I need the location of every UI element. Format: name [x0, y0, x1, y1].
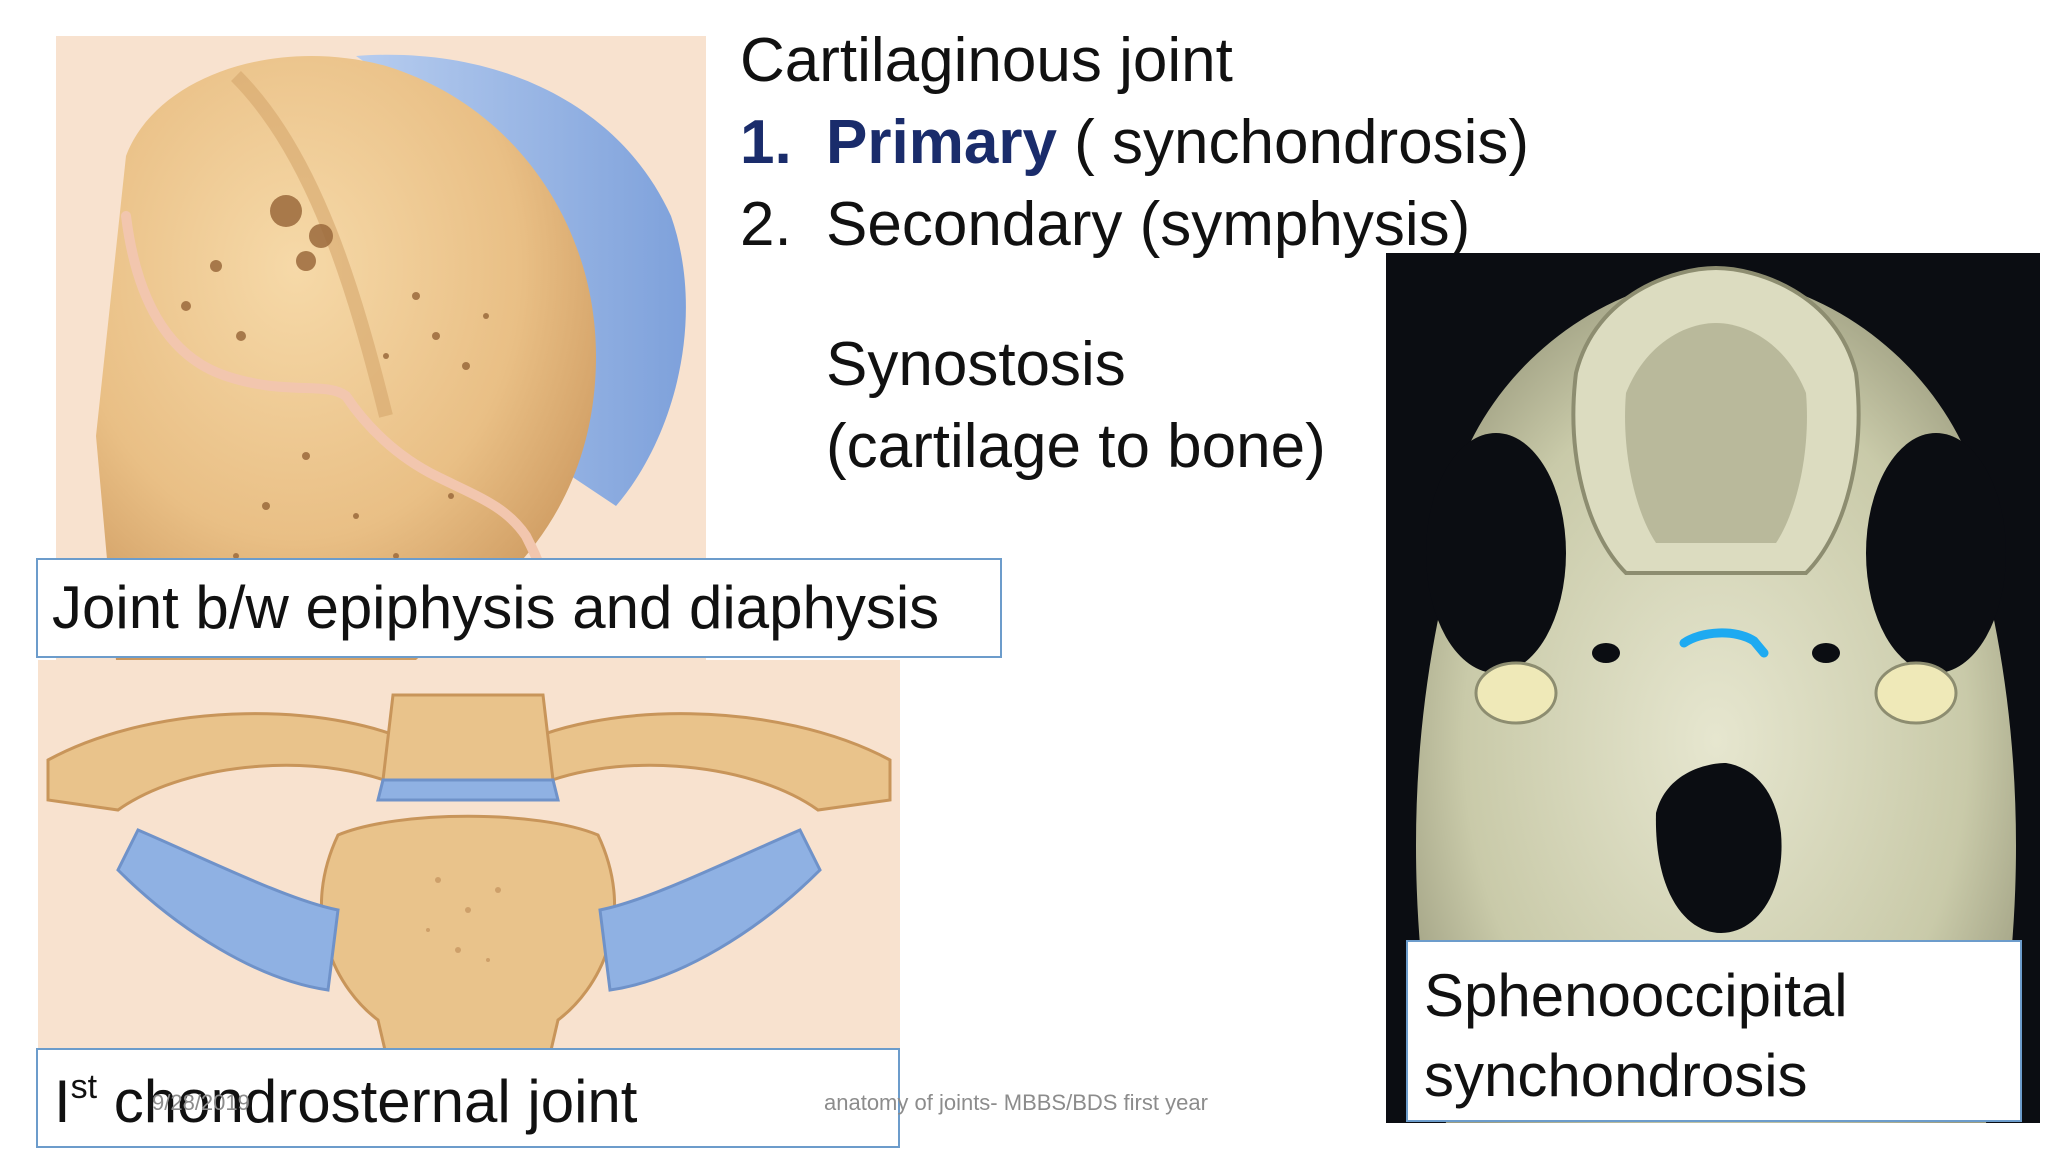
skull-outline [1416, 273, 2016, 1123]
caption-roman: I [54, 1068, 71, 1135]
epiphysis-illustration [56, 36, 706, 660]
caption-text: chondrosternal joint [97, 1068, 638, 1135]
list-item-text: Secondary (symphysis) [826, 190, 1471, 259]
slide-heading: Cartilaginous joint [740, 26, 1233, 95]
chondrosternal-illustration [38, 660, 900, 1106]
intervertebral-disc [376, 778, 560, 802]
footer-date: 9/28/2019 [152, 1090, 250, 1115]
caption-line: Sphenooccipital [1424, 962, 1848, 1029]
list-item-bold: Primary [826, 108, 1057, 177]
vertebra [381, 693, 555, 782]
right-orbit [1866, 433, 2006, 673]
epiphyseal-line [121, 211, 547, 601]
list-item-text: ( synchondrosis) [1056, 108, 1529, 177]
synostosis-label: Synostosis [826, 330, 1126, 399]
caption-superscript: st [70, 1068, 98, 1106]
caption-sphenooccipital: Sphenooccipital synchondrosis [1406, 940, 2022, 1122]
left-costal-cartilage [116, 828, 340, 992]
footer-title: anatomy of joints- MBBS/BDS first year [824, 1090, 1208, 1115]
left-orbit [1426, 433, 1566, 673]
list-number: 1. [740, 108, 792, 177]
sphenooccipital-highlight [1679, 628, 1769, 658]
right-costal-cartilage [598, 828, 822, 992]
synostosis-detail: (cartilage to bone) [826, 412, 1326, 481]
caption-epiphysis-diaphysis: Joint b/w epiphysis and diaphysis [36, 558, 1002, 658]
femoral-head-cartilage [356, 54, 686, 506]
bone-head [96, 56, 596, 660]
foramen-magnum [1655, 763, 1782, 933]
list-item-secondary: 2. Secondary (symphysis) [740, 184, 1529, 266]
caption-chondrosternal: Ist chondrosternal joint [36, 1048, 900, 1148]
list-number: 2. [740, 190, 792, 259]
caption-line: synchondrosis [1424, 1042, 1808, 1109]
slide-text: Cartilaginous joint 1. Primary ( synchond… [740, 20, 1529, 488]
list-item-primary: 1. Primary ( synchondrosis) [740, 102, 1529, 184]
